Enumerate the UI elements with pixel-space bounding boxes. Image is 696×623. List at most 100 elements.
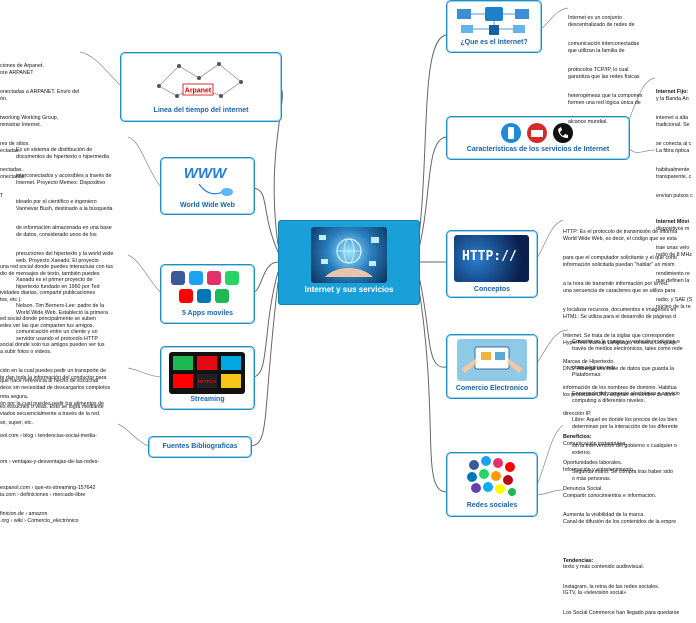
note-line: DNS: Alberga una base de datos que guard… (563, 365, 675, 372)
note-line: rendimiento re (656, 271, 690, 277)
note-line: y la Banda An (656, 95, 689, 102)
note-line: servidor usando el protocolo HTTP (16, 335, 98, 342)
node-streaming[interactable]: NETFLIX Streaming (160, 346, 255, 410)
www-mouse-image: WWW (184, 165, 233, 196)
note-line: Internet. Proyecto Memex: Dispositivo (16, 179, 106, 186)
branch-comercio (417, 271, 447, 368)
central-node[interactable]: Internet y sus servicios (278, 220, 420, 305)
note-line: Los Social Commerce han llegado para que… (563, 609, 680, 616)
note-line: los protocolos DNS asignan un nombre de … (563, 391, 676, 398)
hand-globe-image (311, 227, 387, 283)
note-line: externo. (572, 449, 592, 456)
note-line: se conecta al c (656, 141, 692, 147)
note-line: Denuncia Social. (563, 486, 603, 492)
note-line: social donde solo tus amigos pueden ver … (0, 342, 105, 348)
central-title: Internet y sus servicios (304, 285, 394, 294)
source-link (0, 440, 99, 447)
branch-fuentes (249, 281, 279, 447)
note-line: onectadas a ARPANET. Envío del (0, 89, 80, 95)
note-line: HyperText Markup Language, es decir, Len… (563, 339, 677, 346)
leaf-conceptos (534, 219, 564, 263)
mobile-wifi-phone-icons (501, 123, 573, 143)
note-line: World Wide Web, es decir, el código que … (563, 235, 677, 242)
note-line: tradicional. Se (656, 121, 690, 128)
node-apps[interactable]: 5 Apps moviles (160, 264, 255, 324)
note-line: Información y entretenimiento. (563, 466, 635, 473)
branch-redes (417, 281, 447, 493)
node-redes[interactable]: Redes sociales (446, 452, 538, 517)
node-linea[interactable]: Arpanet Linea del tiempo del internet (120, 52, 282, 122)
note-line: información solicitada puedan "hablar" u… (563, 261, 675, 268)
note-line: ore ARPANET (0, 69, 34, 76)
note-line: Xanadú es el primer proyecto de (16, 277, 93, 283)
note-line: de información almacenada en una base (16, 225, 112, 231)
note-line: heterogéneas que la componen (568, 93, 643, 99)
note-line: texto y más contenido audiovisual. (563, 564, 644, 570)
node-caracteristicas[interactable]: Características de los servicios de Inte… (446, 116, 630, 160)
node-caracteristicas-title: Características de los servicios de Inte… (466, 146, 610, 153)
note-line: una secuencia de caracteres que se utili… (563, 287, 676, 294)
note-line: comunicación entre un cliente y un (16, 329, 98, 335)
note-line: descentralizado de redes de (568, 21, 635, 28)
note-line: radio de 8 MHz (656, 251, 692, 258)
note-line: sin la intervención del gobierno o cualq… (572, 443, 677, 449)
note-line: comunicación interconectadas (568, 41, 640, 47)
note-line: Encargada del comercio electrónico y ser… (572, 391, 680, 397)
note-fuentes: ool.com › blog › tendencias-social-media… (0, 420, 99, 531)
note-line: Marcas de Hipertexto. (563, 359, 615, 365)
note-line: información de los nombres de dominio. H… (563, 385, 677, 391)
note-line: alcance mundial. (568, 119, 608, 125)
note-line: te dan toda la información del conductor… (0, 374, 107, 381)
http-image-label: HTTP:// (462, 249, 517, 264)
node-www[interactable]: WWW World Wide Web (160, 157, 255, 215)
node-comercio[interactable]: Comercio Electronico (446, 334, 538, 399)
node-que-es[interactable]: ¿Que es el Internet? (446, 0, 542, 53)
note-line: ectadas. (0, 147, 21, 154)
node-fuentes[interactable]: Fuentes Bibliograficas (148, 436, 252, 458)
node-fuentes-title: Fuentes Bibliograficas (162, 443, 238, 450)
note-line: Internet. Se trata de la siglas que corr… (563, 333, 675, 339)
note-line: Es un sistema de distribución de (16, 147, 93, 153)
note-line: Vannevar Bush, destinado a la búsqueda (16, 205, 113, 212)
note-line: dio de mensajes de texto, también puedes (0, 270, 100, 277)
branch-apps (252, 261, 279, 293)
note-line: interconectados y accesibles a través de (16, 173, 112, 179)
note-line: determinan por la interacción de los dif… (572, 423, 678, 430)
source-link: espanol.com › que-es-streaming-157642 (0, 485, 96, 491)
note-line: dispositivos m (656, 225, 690, 232)
note-line: se, super, etc. (0, 420, 33, 426)
note-line: o más personas. (572, 475, 612, 482)
note-line: ción en la cual puedes pedir un transpor… (0, 368, 107, 374)
note-line: precursores del hipertexto y la world wi… (16, 251, 114, 257)
leaf-redes-2 (534, 489, 564, 496)
note-line: tworking Working Group, (0, 115, 59, 121)
node-conceptos[interactable]: HTTP:// Conceptos (446, 230, 538, 298)
note-line: edes ver las que comparten tus amigos. (0, 322, 94, 329)
note-line: Libre: Aquel en donde los precios de los… (572, 417, 678, 423)
source-link: ia.com › definiciones › mercado-libre (0, 491, 86, 498)
note-heading: Internet Móvi (656, 219, 689, 225)
note-line: Segunda mano: Se compra tras haber sido (572, 469, 673, 475)
leaf-redes (534, 424, 564, 491)
note-line: formen una red lógica única de (568, 99, 641, 106)
note-line: Nelson. Tim Berners-Lee: padre de la (16, 303, 105, 309)
note-line: a la hora de transmitir información por … (563, 281, 669, 287)
leaf-que-es (539, 7, 569, 31)
note-line: de datos, considerado unos de los (16, 231, 97, 238)
note-line: para que el computador solicitante y el … (563, 255, 677, 261)
note-line: documentos de hipertexto o hipermedia (16, 153, 110, 160)
note-streaming: que hace referencia al hecho de escuchar… (0, 365, 110, 424)
note-line: World Wide Web. Estableció la primera (16, 309, 108, 316)
www-image-label: WWW (184, 165, 228, 182)
note-line: a subir fotos o videos. (0, 348, 52, 355)
node-redes-title: Redes sociales (466, 502, 518, 509)
note-line: Aumenta la visibilidad de la marca. (563, 512, 645, 518)
node-streaming-title: Streaming (190, 396, 225, 403)
note-line: dirección IP. (563, 411, 592, 417)
note-line: ividades diarias, compartir publicacione… (0, 290, 96, 296)
note-line: nectadas. (0, 167, 23, 173)
note-line: ciones de Arpanet. (0, 63, 44, 69)
netflix-label: NETFLIX (198, 379, 217, 384)
